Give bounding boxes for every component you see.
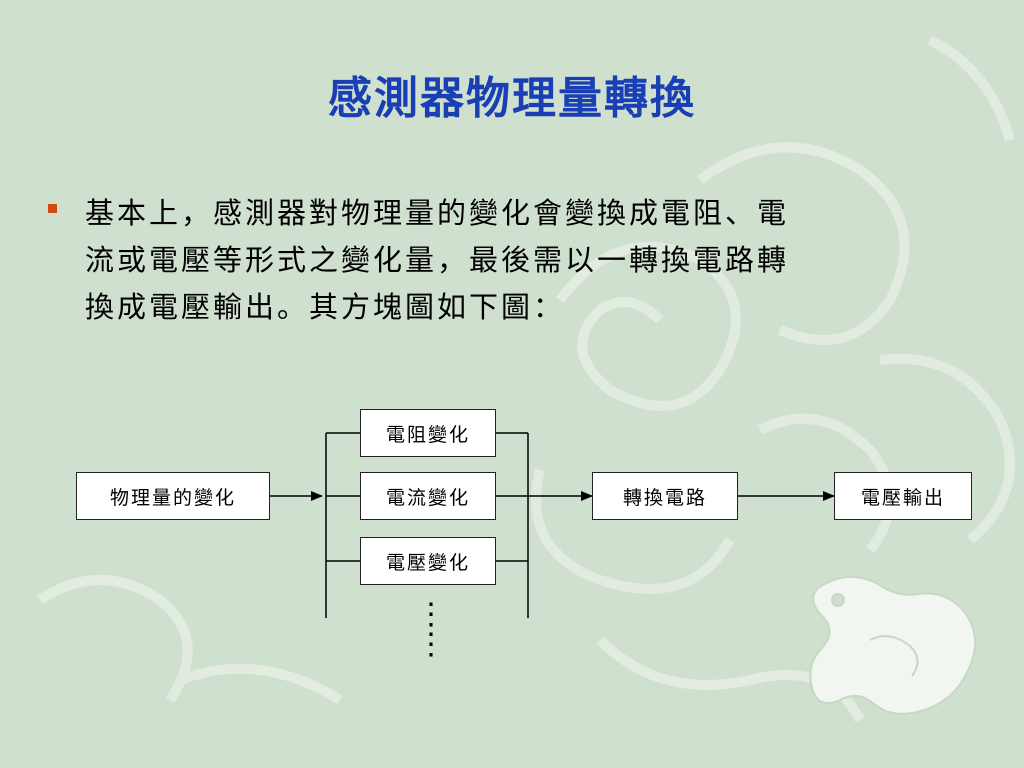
ellipsis-more-branches: ⋮ [416,627,446,662]
dragon-emblem [809,575,977,715]
bullet-line: 流或電壓等形式之變化量，最後需以一轉換電路轉 [85,243,790,277]
bullet-text: 基本上，感測器對物理量的變化會變換成電阻、電 流或電壓等形式之變化量，最後需以一… [85,190,965,331]
bullet-line: 換成電壓輸出。其方塊圖如下圖： [85,290,566,324]
branch-box-current: 電流變化 [360,472,496,520]
output-box: 電壓輸出 [834,472,972,520]
branch-box-voltage: 電壓變化 [360,537,496,585]
slide-title: 感測器物理量轉換 [328,73,696,124]
bullet-line: 基本上，感測器對物理量的變化會變換成電阻、電 [85,196,790,230]
bullet-square-icon [48,204,57,213]
input-box: 物理量的變化 [76,472,270,520]
branch-box-resistance: 電阻變化 [360,409,496,457]
ellipsis-more-branches: ⋮ [416,597,446,632]
converter-box: 轉換電路 [592,472,738,520]
